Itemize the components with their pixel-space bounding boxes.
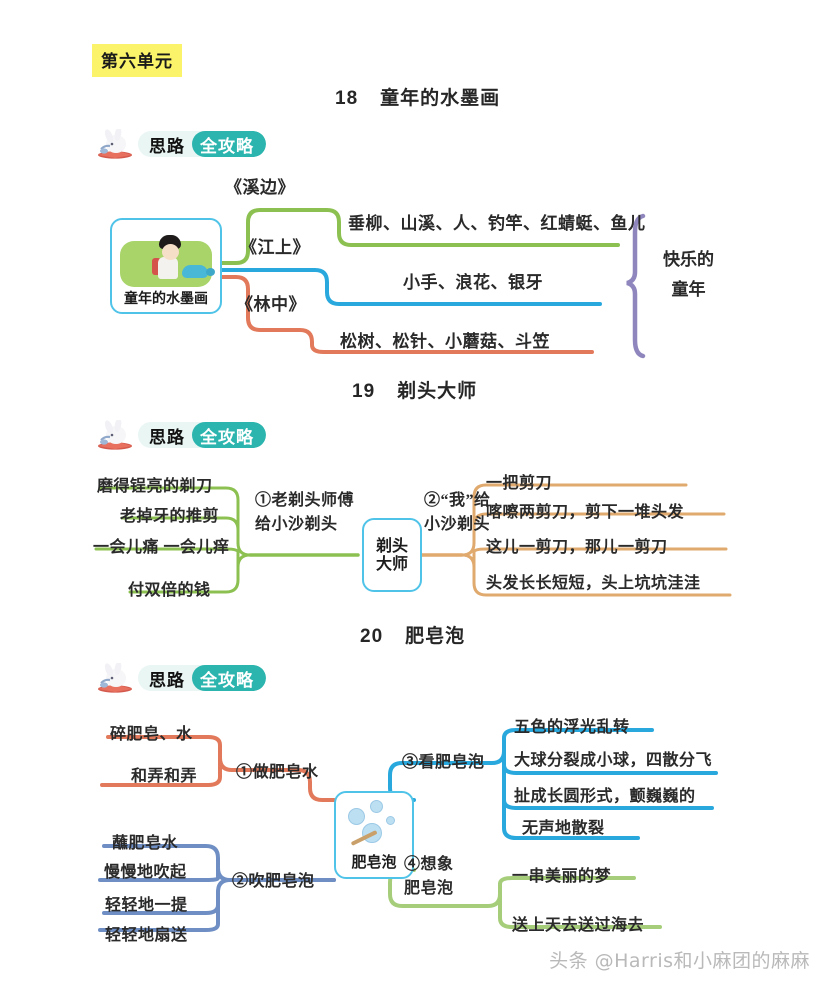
branch-label-20-imagine: ④想象 肥皂泡 [404,853,454,901]
summary-line-2: 童年 [671,279,706,300]
leaf-19-2-a: 一把剪刀 [486,475,553,492]
leaf-19-1-a: 磨得锃亮的剃刀 [97,478,213,495]
lesson-18-name: 童年的水墨画 [380,87,501,109]
leaf-20-1-b: 和弄和弄 [131,768,198,785]
lesson-19-name: 剃头大师 [397,380,478,402]
leaf-19-2-d: 头发长长短短，头上坑坑洼洼 [486,575,701,592]
leaf-20-2-c: 轻轻地一提 [105,897,188,914]
summary-line-1: 快乐的 [663,250,714,270]
siLu-label: 思路 [149,427,185,448]
rabbit-reading-book-icon [94,418,136,450]
center-19-line-2: 大师 [375,554,408,573]
center-19-line-1: 剃头 [375,535,408,555]
branch-label-xibian: 《溪边》 [225,178,295,197]
leaf-xibian-items: 垂柳、山溪、人、钓竿、红蜻蜓、鱼儿 [348,214,646,233]
siLu-badge-18: 思路 全攻略 [94,127,266,159]
center-node-lesson-18: 童年的水墨画 [110,218,222,314]
siLu-pill-20: 思路 全攻略 [138,665,266,691]
siLu-badge-19: 思路 全攻略 [94,418,266,450]
quangonglue-label: 全攻略 [192,665,266,691]
lesson-19-number: 19 [352,381,376,402]
center-node-20-caption: 肥皂泡 [351,852,397,871]
branch-label-19-first: ①老剃头师傅 给小沙剃头 [255,489,354,537]
boy-on-grass-with-turtle-image [112,229,220,291]
leaf-20-2-a: 蘸肥皂水 [112,835,179,852]
branch-label-19-second: ②“我”给 小沙剃头 [424,489,491,537]
leaf-jiangshang-items: 小手、浪花、银牙 [403,273,543,292]
leaf-20-1-a: 碎肥皂、水 [110,726,193,743]
leaf-19-2-c: 这儿一剪刀，那儿一剪刀 [486,539,668,556]
quangonglue-label: 全攻略 [192,131,266,157]
siLu-label: 思路 [149,670,185,691]
branch-20-4-line-1: ④想象 [404,856,454,873]
branch-label-jiangshang: 《江上》 [240,238,310,257]
leaf-20-2-d: 轻轻地扇送 [105,927,188,944]
siLu-pill-19: 思路 全攻略 [138,422,266,448]
branch-19-1-line-2: 给小沙剃头 [255,516,338,533]
center-node-lesson-19: 剃头 大师 [362,518,422,592]
watermark: 头条 @Harris和小麻团的麻麻 [549,950,810,972]
lesson-20-title: 20 肥皂泡 [360,621,465,648]
branch-label-20-blow: ②吹肥皂泡 [232,873,315,890]
branch-label-20-watch: ③看肥皂泡 [402,754,485,771]
center-node-lesson-20: 肥皂泡 [334,791,414,879]
center-node-19-caption: 剃头 大师 [375,535,408,574]
leaf-19-2-b: 喀嚓两剪刀，剪下一堆头发 [486,504,685,521]
lesson-19-title: 19 剃头大师 [352,376,477,403]
branch-19-1-line-1: ①老剃头师傅 [255,492,355,509]
leaf-19-1-c: 一会儿痛 一会儿痒 [93,539,230,556]
leaf-20-3-d: 无声地散裂 [522,820,605,837]
branch-label-linzhong: 《林中》 [236,295,306,314]
unit-badge: 第六单元 [92,44,182,77]
rabbit-reading-book-icon [94,127,136,159]
lesson-20-number: 20 [360,626,384,647]
leaf-19-1-d: 付双倍的钱 [128,582,211,599]
branch-20-4-line-2: 肥皂泡 [404,880,454,897]
leaf-19-1-b: 老掉牙的推剪 [120,508,220,525]
leaf-20-3-b: 大球分裂成小球，四散分飞 [514,752,713,769]
leaf-20-4-b: 送上天去送过海去 [512,917,645,934]
leaf-20-2-b: 慢慢地吹起 [104,864,187,881]
leaf-linzhong-items: 松树、松针、小蘑菇、斗笠 [340,332,550,351]
lesson-18-title: 18 童年的水墨画 [335,83,500,110]
bubble-wand-image [336,796,412,854]
siLu-badge-20: 思路 全攻略 [94,661,266,693]
branch-19-2-line-1: ②“我”给 [424,492,491,509]
center-node-18-caption: 童年的水墨画 [124,290,208,307]
siLu-pill-18: 思路 全攻略 [138,131,266,157]
branch-label-20-make: ①做肥皂水 [236,764,319,781]
summary-lesson-18: 快乐的 童年 [663,246,714,306]
quangonglue-label: 全攻略 [192,422,266,448]
branch-19-2-line-2: 小沙剃头 [424,516,491,533]
lesson-18-number: 18 [335,88,359,109]
lesson-20-name: 肥皂泡 [405,625,466,647]
leaf-20-3-c: 扯成长圆形式，颤巍巍的 [514,788,696,805]
siLu-label: 思路 [149,136,185,157]
rabbit-reading-book-icon [94,661,136,693]
leaf-20-4-a: 一串美丽的梦 [512,868,612,885]
leaf-20-3-a: 五色的浮光乱转 [514,719,630,736]
